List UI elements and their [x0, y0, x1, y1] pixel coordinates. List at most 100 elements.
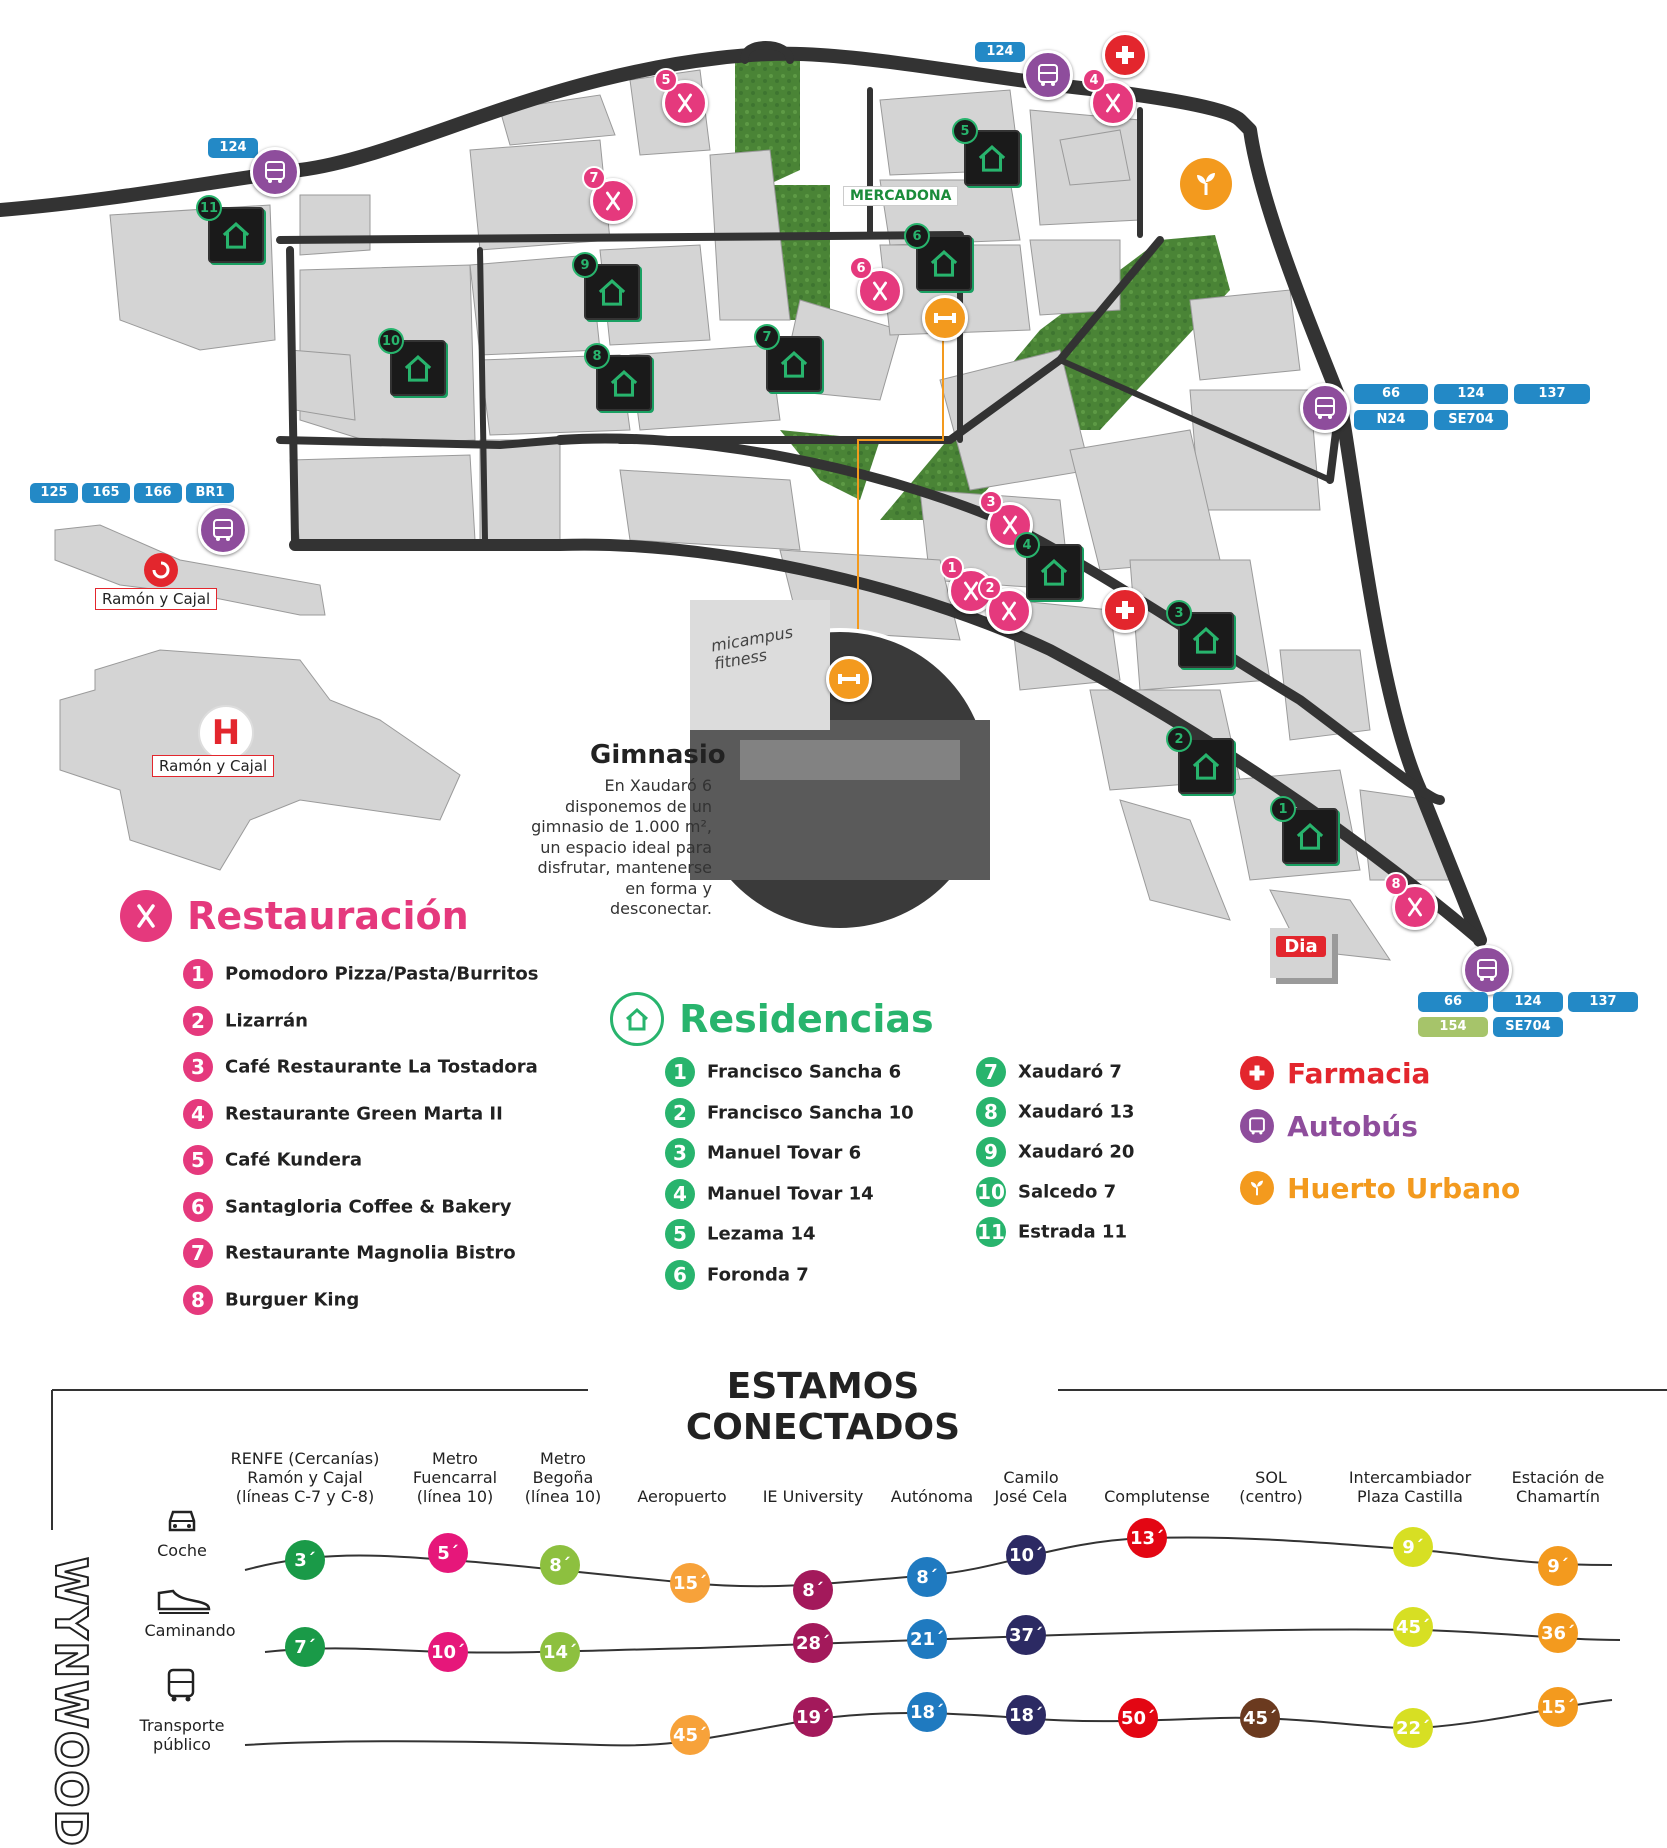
- renfe-marker[interactable]: [144, 553, 178, 587]
- residence-marker-number: 2: [1166, 726, 1192, 752]
- residence-marker[interactable]: [1178, 738, 1234, 794]
- restaurant-marker-number: 6: [849, 256, 873, 280]
- house-icon: [1296, 823, 1324, 850]
- travel-time-badge: 18´: [907, 1692, 947, 1732]
- residence-marker[interactable]: [1282, 808, 1338, 864]
- fork-knife-icon: [964, 581, 978, 601]
- gym-marker[interactable]: [922, 295, 968, 341]
- bus-stop-marker[interactable]: [198, 505, 248, 555]
- residence-marker-number: 10: [378, 328, 404, 354]
- travel-time-badge: 8´: [540, 1545, 580, 1585]
- residence-number: 6: [665, 1259, 695, 1290]
- residence-name: Xaudaró 20: [1018, 1141, 1135, 1163]
- bus-line-tag: 66: [1418, 992, 1488, 1012]
- legend-pharmacy: Farmacia: [1240, 1056, 1430, 1090]
- residence-marker[interactable]: [1026, 544, 1082, 600]
- mode-label: Caminando: [144, 1621, 236, 1640]
- bus-icon: [1477, 959, 1497, 981]
- hospital-icon: H: [211, 713, 241, 753]
- gym-description: En Xaudaró 6 disponemos de un gimnasio d…: [531, 776, 712, 918]
- roads: [0, 41, 1487, 947]
- residence-marker[interactable]: [208, 207, 264, 263]
- residence-marker-number: 11: [196, 195, 222, 221]
- destination-header: Camilo José Cela: [994, 1468, 1068, 1506]
- restaurant-name: Restaurante Magnolia Bistro: [225, 1242, 516, 1264]
- station-label: Ramón y Cajal: [95, 588, 218, 610]
- restaurant-name: Café Restaurante La Tostadora: [225, 1056, 538, 1078]
- residence-number: 1: [665, 1057, 695, 1087]
- residence-name: Lezama 14: [707, 1223, 816, 1245]
- residence-marker-number: 1: [1270, 796, 1296, 822]
- fork-knife-icon: [606, 191, 620, 211]
- residence-name: Estrada 11: [1018, 1221, 1127, 1243]
- bus-line-tag: N24: [1354, 410, 1428, 430]
- bus-line-tag: 124: [975, 42, 1025, 62]
- bus-line-tag: 125: [30, 483, 78, 503]
- residence-name: Francisco Sancha 6: [707, 1061, 902, 1083]
- gym-marker[interactable]: [826, 656, 872, 702]
- destination-header: Metro Fuencarral (línea 10): [412, 1449, 498, 1506]
- house-icon: [404, 355, 432, 382]
- dia-store[interactable]: Dia: [1270, 928, 1332, 978]
- bus-stop-marker[interactable]: [1462, 945, 1512, 995]
- travel-time-badge: 10´: [428, 1632, 468, 1672]
- travel-time-badge: 13´: [1127, 1518, 1167, 1558]
- travel-time-badge: 7´: [285, 1627, 325, 1667]
- travel-time-badge: 36´: [1538, 1613, 1578, 1653]
- bus-line-tag: SE704: [1434, 410, 1508, 430]
- bus-icon: [164, 1667, 198, 1707]
- bus-stop-marker[interactable]: [1023, 50, 1073, 100]
- pharmacy-marker[interactable]: [1102, 32, 1148, 78]
- pharmacy-marker[interactable]: [1102, 587, 1148, 633]
- restaurant-number: 1: [183, 959, 213, 989]
- connections-title: ESTAMOS CONECTADOS: [685, 1366, 961, 1448]
- restaurant-number: 3: [183, 1052, 213, 1082]
- travel-time-badge: 15´: [1538, 1687, 1578, 1727]
- restaurant-marker-number: 8: [1384, 872, 1408, 896]
- hospital-marker[interactable]: H: [198, 705, 254, 761]
- restaurant-name: Restaurante Green Marta II: [225, 1103, 503, 1124]
- bus-stop-marker[interactable]: [1300, 383, 1350, 433]
- mercadona-logo: MERCADONA: [843, 186, 959, 206]
- travel-time-badge: 3´: [285, 1540, 325, 1580]
- residence-name: Francisco Sancha 10: [707, 1102, 914, 1123]
- residence-marker[interactable]: [916, 235, 972, 291]
- bus-line-tag: 137: [1514, 384, 1590, 404]
- restaurant-marker-number: 7: [582, 166, 606, 190]
- travel-time-badge: 9´: [1538, 1546, 1578, 1586]
- hospital-label: Ramón y Cajal: [152, 755, 275, 777]
- restaurant-name: Lizarrán: [225, 1010, 308, 1031]
- residence-name: Salcedo 7: [1018, 1181, 1117, 1203]
- travel-time-badge: 9´: [1393, 1527, 1433, 1567]
- residence-number: 3: [665, 1138, 695, 1168]
- residence-marker-number: 6: [904, 223, 930, 249]
- restaurant-number: 8: [183, 1284, 213, 1315]
- restaurant-marker-number: 3: [979, 490, 1003, 514]
- house-icon: [978, 145, 1006, 172]
- destination-header: Estación de Chamartín: [1511, 1468, 1605, 1506]
- dumbbell-icon: [934, 313, 956, 323]
- residence-marker-number: 4: [1014, 532, 1040, 558]
- restaurant-marker[interactable]: [590, 178, 636, 224]
- house-icon: [610, 370, 638, 397]
- house-icon: [1192, 627, 1220, 654]
- bus-line-tag: 66: [1354, 384, 1428, 404]
- travel-time-badge: 5´: [428, 1533, 468, 1573]
- residence-number: 8: [976, 1097, 1006, 1127]
- urban-garden-marker[interactable]: [1180, 158, 1232, 210]
- destination-header: IE University: [762, 1487, 864, 1506]
- house-icon: [780, 351, 808, 378]
- gym-connector: [857, 338, 944, 660]
- bus-stop-marker[interactable]: [250, 147, 300, 197]
- legend-pharmacy-label: Farmacia: [1287, 1056, 1431, 1090]
